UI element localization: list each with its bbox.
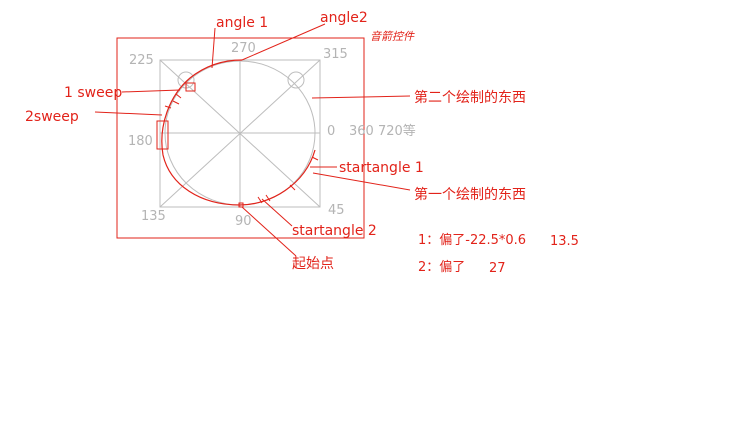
angle-grid <box>159 59 321 208</box>
label-315: 315 <box>323 47 348 62</box>
annotation-start-point: 起始点 <box>292 256 334 272</box>
annotation-startangle2: startangle 2 <box>292 223 377 239</box>
annotation-sweep1: 1 sweep <box>64 85 122 101</box>
sweep1-marker <box>185 82 196 92</box>
annotation-sweep2: 2sweep <box>25 109 79 125</box>
handwritten-title: 音箭控件 <box>370 30 415 43</box>
note-line2-value: 27 <box>489 261 506 276</box>
label-135: 135 <box>141 209 166 224</box>
label-270: 270 <box>231 41 256 56</box>
leader-angle2 <box>241 23 326 61</box>
label-360-720: 360 720等 <box>349 123 416 139</box>
leader-lines <box>94 23 411 257</box>
leader-angle1 <box>211 27 216 69</box>
leader-first-drawn <box>312 172 411 191</box>
label-225: 225 <box>129 53 154 68</box>
note-line1-value: 13.5 <box>550 234 579 249</box>
annotation-first-drawn: 第一个绘制的东西 <box>414 186 526 203</box>
label-90: 90 <box>235 214 252 229</box>
leader-second-drawn <box>311 95 411 99</box>
annotation-angle1: angle 1 <box>216 15 268 31</box>
arc-tick-marks <box>164 93 319 204</box>
outer-frame <box>116 37 365 239</box>
sweep2-marker <box>156 120 169 150</box>
note-line1: 1：偏了-22.5*0.6 <box>418 233 526 248</box>
annotation-second-drawn: 第二个绘制的东西 <box>414 89 526 106</box>
annotation-startangle1: startangle 1 <box>339 160 424 176</box>
corner-circle-315 <box>287 71 305 89</box>
label-0: 0 <box>327 124 335 139</box>
leader-startangle2 <box>261 198 293 227</box>
first-drawn-arc <box>161 59 316 206</box>
label-45: 45 <box>328 203 345 218</box>
note-line2: 2：偏了 <box>418 260 465 275</box>
annotation-angle2: angle2 <box>320 10 368 26</box>
leader-sweep1 <box>121 89 181 93</box>
leader-start-point <box>241 206 297 257</box>
leader-sweep2 <box>94 111 163 116</box>
label-180: 180 <box>128 134 153 149</box>
start-point-marker <box>238 202 244 208</box>
